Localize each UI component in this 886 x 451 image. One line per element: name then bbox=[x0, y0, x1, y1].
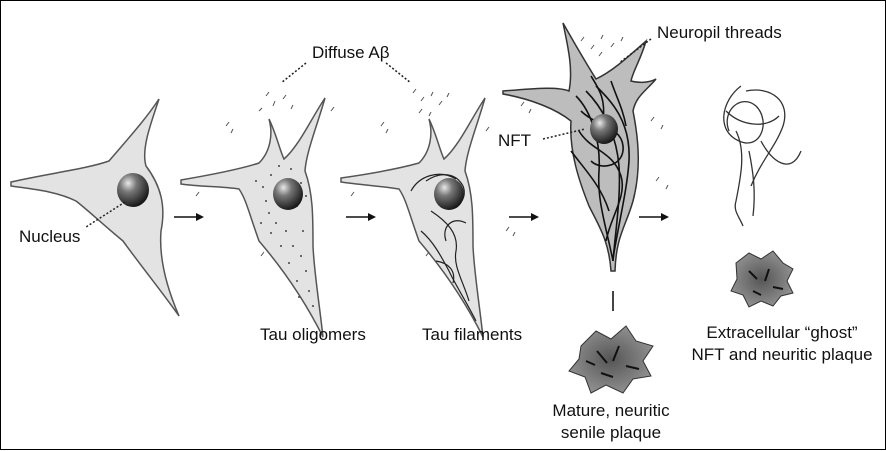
arrow-1 bbox=[174, 213, 204, 221]
plaque-caption-line-2: senile plaque bbox=[521, 423, 701, 443]
diffuse-abeta-leader-line-1 bbox=[281, 63, 306, 83]
ghost-tangle bbox=[724, 86, 801, 226]
cell-body bbox=[11, 99, 179, 316]
neuropil-threads-label: Neuropil threads bbox=[657, 23, 782, 43]
diffuse-abeta-label: Diffuse Aβ bbox=[312, 43, 390, 63]
arrow-3 bbox=[509, 213, 539, 221]
nucleus-icon bbox=[434, 178, 464, 210]
arrow-2 bbox=[346, 213, 376, 221]
tau-oligomers-label: Tau oligomers bbox=[260, 325, 366, 345]
nucleus-label: Nucleus bbox=[19, 227, 80, 247]
ghost-plaque bbox=[731, 251, 793, 307]
arrow-4 bbox=[639, 213, 669, 221]
nucleus-icon bbox=[117, 173, 149, 207]
mature-neuritic-plaque bbox=[569, 326, 653, 393]
plaque-caption-line-1: Mature, neuritic bbox=[521, 401, 701, 421]
nucleus-icon bbox=[590, 114, 618, 144]
ghost-caption-line-2: NFT and neuritic plaque bbox=[677, 345, 886, 365]
nucleus-icon bbox=[273, 178, 303, 210]
normal-neuron bbox=[11, 99, 179, 316]
diffuse-abeta-leader-line-2 bbox=[386, 63, 411, 83]
ghost-caption-line-1: Extracellular “ghost” bbox=[677, 323, 886, 343]
nft-neuron bbox=[503, 23, 656, 311]
nft-label: NFT bbox=[498, 131, 531, 151]
tau-filaments-label: Tau filaments bbox=[422, 325, 522, 345]
